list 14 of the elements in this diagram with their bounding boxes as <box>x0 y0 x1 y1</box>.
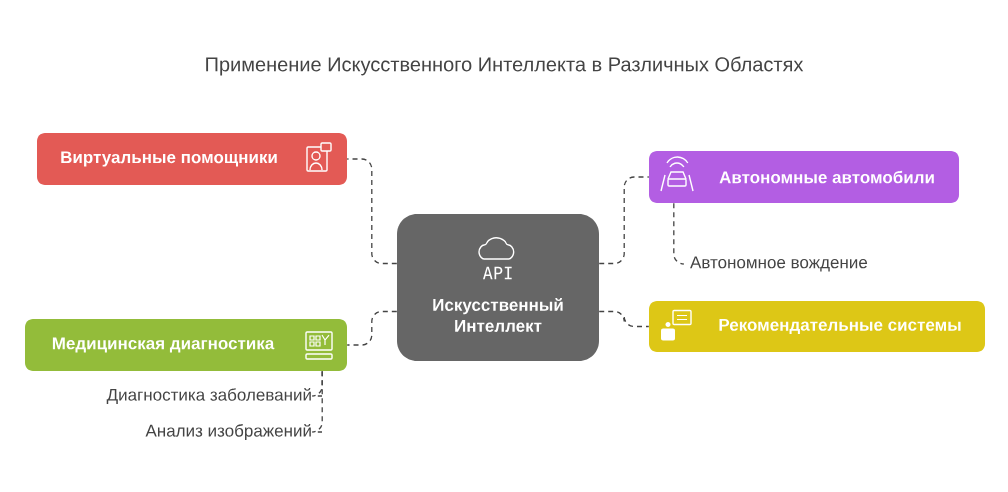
item-label: Диагностика заболеваний <box>106 388 311 404</box>
connector-line <box>598 310 650 328</box>
category-box: Медицинская диагностика <box>25 319 347 371</box>
connector-line <box>598 176 650 265</box>
item-label: Анализ изображений <box>145 423 311 441</box>
central-box: API Искусственный Интеллект <box>397 214 599 361</box>
connector-line <box>311 370 323 433</box>
connector-line <box>346 158 398 265</box>
category-box: Рекомендательные системы <box>649 301 985 352</box>
item-label: Автономное вождение <box>690 256 868 272</box>
title: Применение Искусственного Интеллекта в Различных Областях <box>206 56 804 76</box>
category-box: Автономные автомобили <box>649 151 959 203</box>
category-box: Виртуальные помощники <box>37 133 347 185</box>
connector-line <box>346 310 398 346</box>
